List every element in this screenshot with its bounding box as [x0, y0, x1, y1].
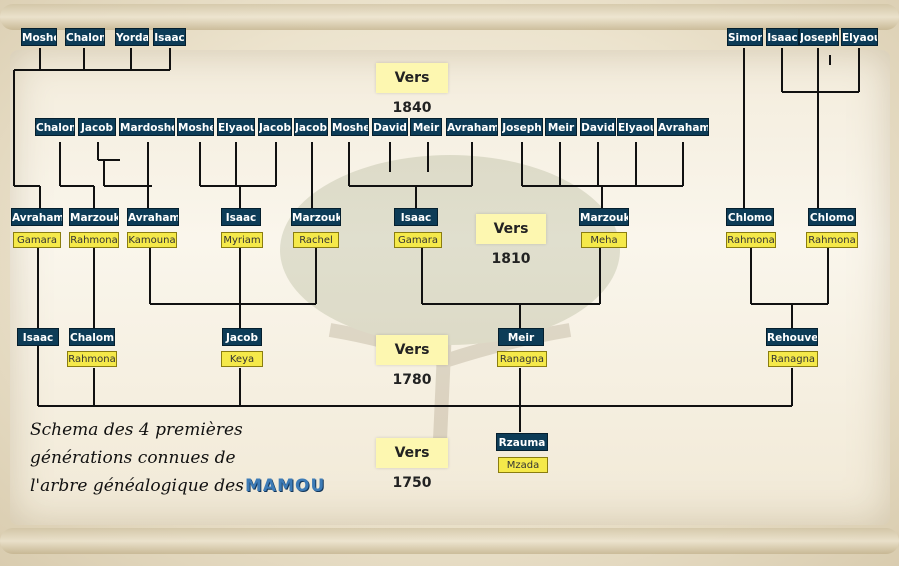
- spouse-node[interactable]: Rahmona: [726, 232, 776, 248]
- tree-watermark-icon: [280, 155, 620, 440]
- scroll-top-roll: [0, 4, 899, 30]
- person-node[interactable]: Chalom: [69, 328, 115, 346]
- person-node[interactable]: Isaac: [221, 208, 261, 226]
- spouse-node[interactable]: Myriam: [221, 232, 263, 248]
- person-node[interactable]: Chalom: [35, 118, 75, 136]
- spouse-node[interactable]: Rahmona: [67, 351, 117, 367]
- person-node[interactable]: Mardoshe: [119, 118, 175, 136]
- person-node[interactable]: Meir: [498, 328, 544, 346]
- person-node[interactable]: Elyaou: [217, 118, 255, 136]
- person-node[interactable]: Meir: [410, 118, 442, 136]
- spouse-node[interactable]: Ranagna: [497, 351, 547, 367]
- person-node[interactable]: Rzauma: [496, 433, 548, 451]
- person-node[interactable]: Rehouven: [766, 328, 818, 346]
- person-node[interactable]: Simon: [727, 28, 763, 46]
- person-node[interactable]: Isaac: [153, 28, 186, 46]
- era-label-1780: Vers 1780: [376, 335, 448, 388]
- person-node[interactable]: Avraham: [446, 118, 498, 136]
- person-node[interactable]: Jacob: [258, 118, 292, 136]
- person-node[interactable]: Avraham: [657, 118, 709, 136]
- person-node[interactable]: Isaac: [766, 28, 799, 46]
- person-node[interactable]: Avraham: [11, 208, 63, 226]
- person-node[interactable]: Isaac: [17, 328, 59, 346]
- person-node[interactable]: Moshe: [177, 118, 214, 136]
- person-node[interactable]: Jacob: [222, 328, 262, 346]
- spouse-node[interactable]: Meha: [581, 232, 627, 248]
- person-node[interactable]: Elyaou: [841, 28, 878, 46]
- era-label-1810: Vers 1810: [476, 214, 546, 267]
- person-node[interactable]: Marzouk: [579, 208, 629, 226]
- person-node[interactable]: David: [372, 118, 408, 136]
- person-node[interactable]: Yorda: [115, 28, 149, 46]
- person-node[interactable]: Marzouk: [69, 208, 119, 226]
- person-node[interactable]: Jacob: [78, 118, 116, 136]
- mamou-logo: MAMOU: [245, 476, 326, 496]
- spouse-node[interactable]: Gamara: [394, 232, 442, 248]
- spouse-node[interactable]: Rachel: [293, 232, 339, 248]
- spouse-node[interactable]: Ranagna: [768, 351, 818, 367]
- person-node[interactable]: Moshe: [21, 28, 57, 46]
- scroll-bottom-roll: [0, 528, 899, 554]
- person-node[interactable]: Moshe: [331, 118, 369, 136]
- person-node[interactable]: Chlomo: [726, 208, 774, 226]
- caption-line-1: Schema des 4 premières: [30, 420, 243, 440]
- spouse-node[interactable]: Rahmona: [69, 232, 119, 248]
- person-node[interactable]: Jacob: [294, 118, 328, 136]
- spouse-node[interactable]: Mzada: [498, 457, 548, 473]
- person-node[interactable]: Chalom: [65, 28, 105, 46]
- person-node[interactable]: Isaac: [394, 208, 438, 226]
- person-node[interactable]: David: [580, 118, 616, 136]
- person-node[interactable]: Avraham: [127, 208, 179, 226]
- person-node[interactable]: Joseph: [799, 28, 839, 46]
- caption-line-2: générations connues de: [30, 448, 236, 468]
- era-label-1840: Vers 1840: [376, 63, 448, 116]
- person-node[interactable]: Chlomo: [808, 208, 856, 226]
- spouse-node[interactable]: Keya: [221, 351, 263, 367]
- person-node[interactable]: Marzouk: [291, 208, 341, 226]
- era-label-1750: Vers 1750: [376, 438, 448, 491]
- person-node[interactable]: Joseph: [501, 118, 543, 136]
- spouse-node[interactable]: Rahmona: [806, 232, 858, 248]
- person-node[interactable]: Elyaou: [617, 118, 654, 136]
- spouse-node[interactable]: Kamouna: [127, 232, 177, 248]
- person-node[interactable]: Meir: [545, 118, 577, 136]
- spouse-node[interactable]: Gamara: [13, 232, 61, 248]
- caption-line-3: l'arbre généalogique des: [30, 476, 244, 496]
